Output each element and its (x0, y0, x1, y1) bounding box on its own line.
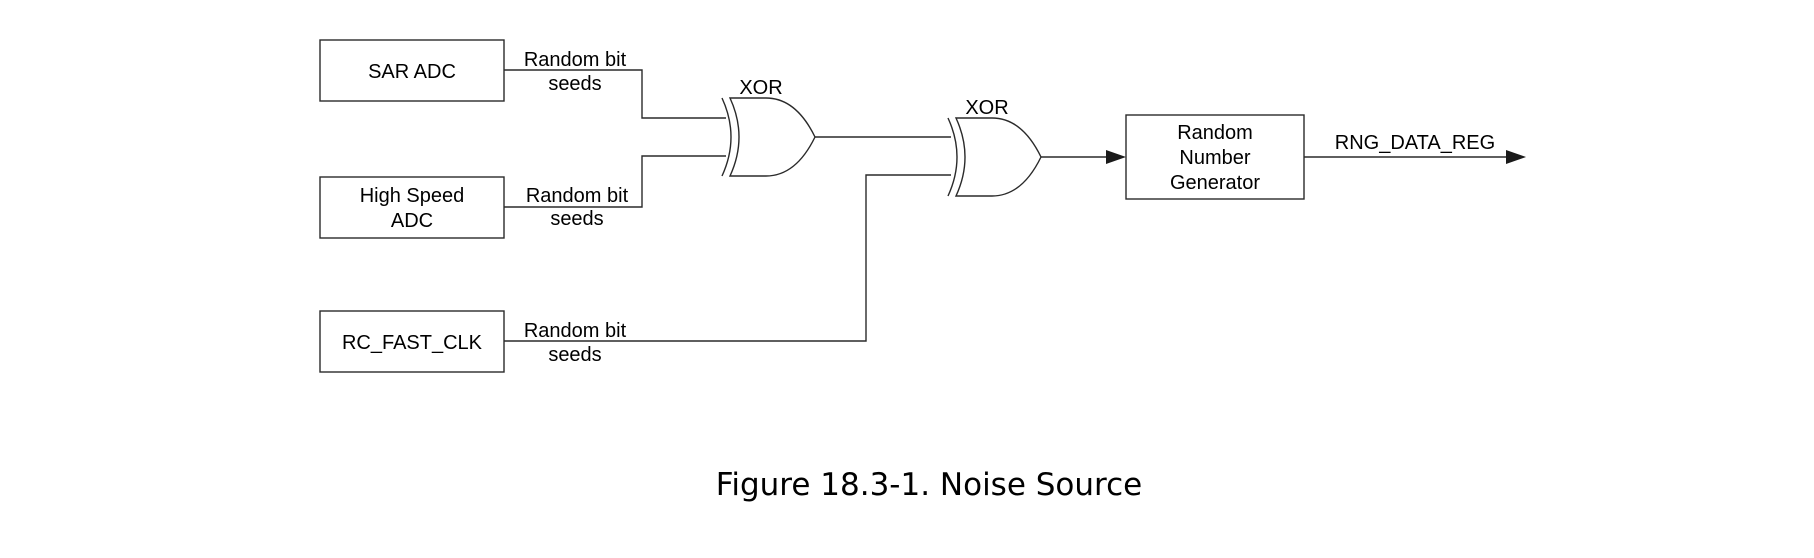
hs-seed-label-line-2: seeds (550, 208, 603, 230)
sar-adc-label: SAR ADC (368, 61, 456, 83)
xor-gate-1-label: XOR (739, 77, 782, 99)
hs-seed-label: Random bit seeds (526, 185, 629, 230)
high-speed-adc-label-line-2: ADC (391, 210, 433, 232)
sar-adc-wire (504, 69, 726, 119)
sar-seed-label: Random bit seeds (524, 49, 627, 95)
rng-data-reg-label: RNG_DATA_REG (1335, 132, 1495, 154)
sar-adc-block: SAR ADC (319, 39, 505, 102)
rc-seed-label-line-1: Random bit (524, 320, 627, 342)
high-speed-adc-block: High Speed ADC (319, 176, 505, 239)
rng-output-arrow (1506, 150, 1526, 164)
high-speed-adc-label-line-1: High Speed (360, 185, 465, 207)
rng-label-line-1: Random (1177, 122, 1253, 144)
rng-label-line-3: Generator (1170, 172, 1260, 194)
figure-caption: Figure 18.3-1. Noise Source (716, 467, 1142, 503)
rng-label-line-2: Number (1179, 147, 1250, 169)
xor-gate-1: XOR (721, 77, 816, 177)
high-speed-adc-wire (504, 155, 726, 208)
sar-seed-label-line-1: Random bit (524, 49, 627, 71)
rc-fast-clk-wire (504, 174, 951, 342)
xor-gate-2: XOR (947, 97, 1042, 197)
hs-seed-label-line-1: Random bit (526, 185, 629, 207)
xor-gate-2-label: XOR (965, 97, 1008, 119)
rc-fast-clk-label: RC_FAST_CLK (342, 332, 483, 354)
random-number-generator-block: Random Number Generator (1125, 114, 1305, 200)
rc-seed-label: Random bit seeds (524, 320, 627, 366)
sar-seed-label-line-2: seeds (548, 73, 601, 95)
rng-input-arrow (1106, 150, 1126, 164)
rc-seed-label-line-2: seeds (548, 344, 601, 366)
rc-fast-clk-block: RC_FAST_CLK (319, 310, 505, 373)
